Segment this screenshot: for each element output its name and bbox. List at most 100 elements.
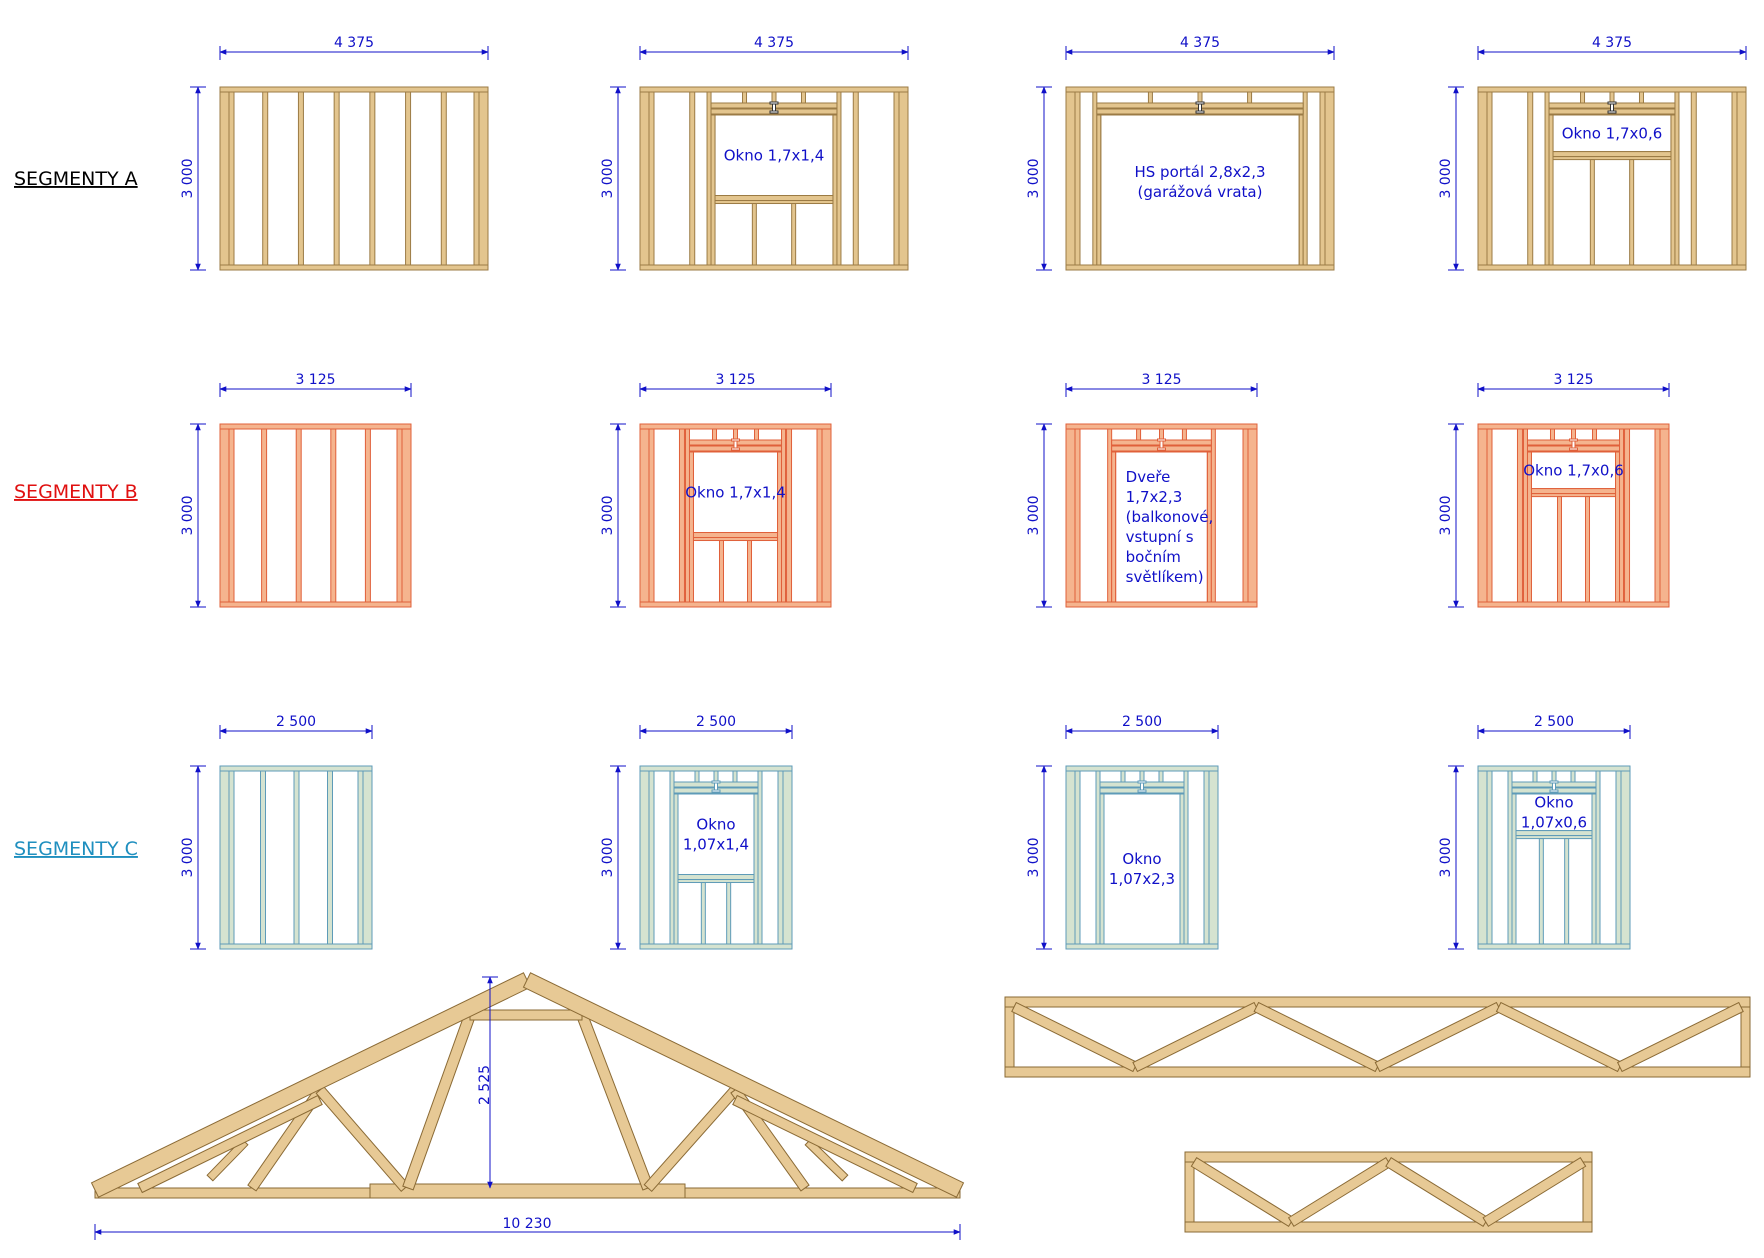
edge-stud: [1486, 770, 1493, 945]
stud: [678, 428, 685, 603]
edge-stud: [816, 428, 823, 603]
edge-stud: [1486, 428, 1493, 603]
stud: [1624, 428, 1631, 603]
inner-chord: [732, 1094, 918, 1194]
height-dimension: 3 000: [180, 837, 196, 877]
jack-stud: [1096, 114, 1102, 266]
i-beam-icon: [1549, 789, 1559, 793]
stud: [369, 91, 376, 266]
opening-outline: [1115, 451, 1208, 603]
label-line: 1,7x2,3: [1126, 488, 1183, 506]
king-stud: [1107, 428, 1113, 603]
height-dimension: 3 000: [600, 837, 616, 877]
king-stud: [757, 770, 763, 945]
web-member: [1011, 1001, 1139, 1073]
cripple-stud: [1580, 91, 1586, 104]
opening-label: HS portál 2,8x2,3 (garážová vrata): [1134, 163, 1265, 201]
jack-stud: [1111, 451, 1117, 603]
opening-label: Okno 1,7x1,4: [724, 146, 825, 164]
cripple-stud: [733, 428, 738, 441]
edge-stud: [639, 770, 650, 945]
edge-stud: [219, 428, 230, 603]
edge-stud: [648, 91, 655, 266]
jack-stud: [710, 114, 716, 266]
edge-stud: [639, 428, 650, 603]
jack-stud: [1548, 114, 1554, 266]
edge-stud: [648, 428, 655, 603]
web-member: [1253, 1001, 1381, 1073]
splice-plate: [369, 1183, 686, 1199]
edge-stud: [478, 91, 489, 266]
bottom-plate: [639, 601, 832, 608]
king-stud: [1095, 770, 1101, 945]
stud: [1690, 91, 1697, 266]
cripple-stud: [1120, 770, 1126, 783]
stud: [295, 428, 302, 603]
cripple-stud: [1638, 91, 1644, 104]
edge-stud: [228, 770, 235, 945]
cripple-stud: [800, 91, 806, 104]
bottom-chord: [1184, 1221, 1593, 1233]
wall-segments: 4 375 3 000 Okno 1,7x1,4 4 375 3 000 HS portá…: [180, 35, 1747, 950]
label-line: HS portál 2,8x2,3: [1134, 163, 1265, 181]
cripple-stud: [1532, 770, 1538, 783]
web-member: [1385, 1157, 1490, 1227]
end-post: [1184, 1161, 1195, 1223]
cripple-stud: [1158, 770, 1164, 783]
i-beam-icon: [1552, 782, 1556, 791]
height-dimension: 3 000: [1026, 837, 1042, 877]
truss-height-dimension: 2 525: [477, 1065, 493, 1105]
web-member: [1495, 1001, 1623, 1073]
wall-segment-0-2: HS portál 2,8x2,3(garážová vrata)4 3753 …: [1026, 35, 1335, 271]
bottom-plate: [1477, 264, 1747, 271]
label-line: světlíkem): [1126, 568, 1204, 586]
sill: [677, 874, 755, 881]
cripple-stud: [1585, 496, 1591, 603]
king-stud: [1619, 428, 1625, 603]
web-member: [315, 1086, 410, 1192]
edge-stud: [219, 91, 230, 266]
opening-label: Okno 1,7x1,4: [685, 483, 786, 501]
label-line: (garážová vrata): [1138, 183, 1263, 201]
stud: [333, 91, 340, 266]
king-stud: [836, 91, 842, 266]
edge-stud: [1477, 91, 1488, 266]
label-line: bočním: [1126, 548, 1181, 566]
width-dimension: 4 375: [1180, 35, 1220, 51]
height-dimension: 3 000: [180, 495, 196, 535]
i-beam-icon: [1569, 447, 1578, 451]
jack-stud: [1206, 451, 1212, 603]
stud: [405, 91, 412, 266]
sill: [677, 879, 755, 884]
width-dimension: 3 125: [1553, 372, 1593, 388]
top-chord: [522, 972, 965, 1198]
i-beam-icon: [1137, 789, 1147, 793]
cripple-stud: [694, 770, 700, 783]
cripple-stud: [1571, 428, 1576, 441]
edge-stud: [228, 91, 235, 266]
cripple-stud: [1589, 159, 1595, 266]
sill: [692, 532, 779, 539]
stud: [260, 770, 266, 945]
width-dimension: 4 375: [754, 35, 794, 51]
opening-label: Okno 1,7x0,6: [1562, 124, 1663, 142]
jack-stud: [1526, 451, 1532, 603]
top-plate: [639, 765, 793, 772]
i-beam-icon: [1571, 440, 1576, 449]
bottom-plate: [1477, 943, 1631, 950]
bottom-plate: [1065, 943, 1219, 950]
bottom-plate: [219, 943, 373, 950]
edge-stud: [1486, 91, 1493, 266]
width-dimension: 4 375: [1592, 35, 1632, 51]
top-plate: [1477, 86, 1747, 93]
label-line: Okno 1,7x0,6: [1523, 461, 1624, 479]
sill: [1515, 830, 1593, 837]
top-chord: [1004, 996, 1751, 1008]
edge-stud: [1620, 770, 1631, 945]
cripple-stud: [791, 203, 797, 266]
